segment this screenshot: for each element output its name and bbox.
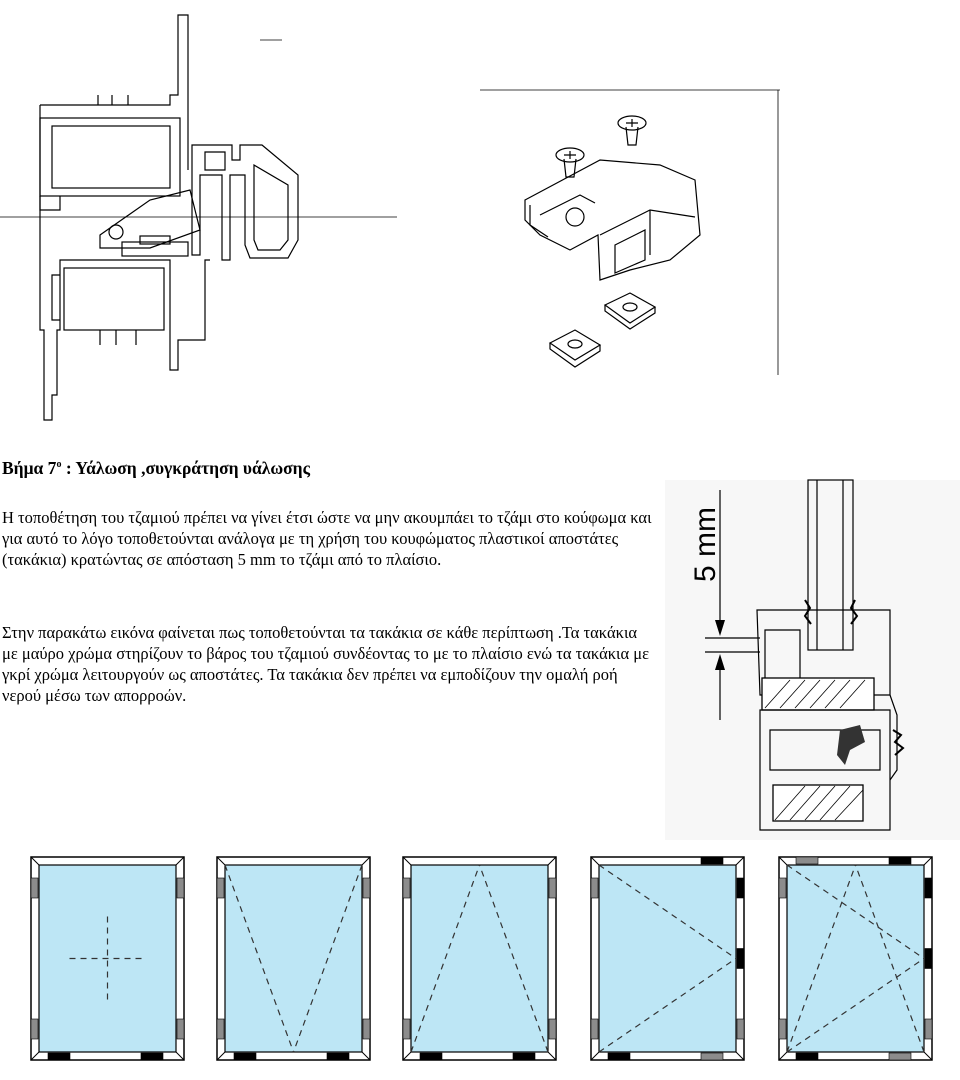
opening-line [478,864,549,1053]
glass-clearance-section-drawing: 5 mm [665,479,960,840]
spacer-block [176,1018,185,1040]
window-diagram-tilt-turn [778,856,933,1061]
dimension-label: 5 mm [689,507,722,582]
paragraph-block-placement: Στην παρακάτω εικόνα φαίνεται πως τοποθε… [2,623,650,705]
spacer-block [778,877,787,899]
opening-line [598,864,737,959]
glass-pane [410,864,549,1053]
step-heading: Βήμα 7ο : Υάλωση ,συγκράτηση υάλωσης [2,458,310,478]
spacer-block [548,877,557,899]
glass-pane [598,864,737,1053]
spacer-block [590,1018,599,1040]
spacer-block [402,877,411,899]
spacer-block [700,1052,724,1061]
support-block [700,856,724,865]
spacer-block [216,1018,225,1040]
glazing-block-icon [548,329,602,368]
support-block [888,856,912,865]
window-diagram-bottom-hung [216,856,371,1061]
screw-icon [555,147,585,178]
spacer-block [216,877,225,899]
spacer-block [778,1018,787,1040]
spacer-block [590,877,599,899]
support-block [924,948,933,969]
support-block [736,877,745,899]
glazing-block-diagrams [0,856,960,1076]
glass-pane [786,864,925,1053]
glass-pane [224,864,363,1053]
opening-line [786,958,925,1053]
spacer-block [30,877,39,899]
spacer-block [402,1018,411,1040]
support-block [795,1052,819,1061]
opening-line [224,864,295,1053]
spacer-block [362,1018,371,1040]
spacer-block [795,856,819,865]
spacer-block [30,1018,39,1040]
window-diagram-fixed [30,856,185,1061]
spacer-block [888,1052,912,1061]
opening-line [292,864,363,1053]
hardware-isometric-drawing [480,89,780,375]
window-diagram-top-hung [402,856,557,1061]
support-block [326,1052,350,1061]
spacer-block [736,1018,745,1040]
screw-icon [617,115,647,146]
support-block [140,1052,164,1061]
opening-line [786,864,925,959]
support-block [924,877,933,899]
paragraph-glazing-intro: Η τοποθέτηση του τζαμιού πρέπει να γίνει… [2,508,652,569]
support-block [233,1052,257,1061]
profile-section-drawing [0,14,397,421]
spacer-block [176,877,185,899]
opening-line [854,864,925,1053]
opening-line [410,864,481,1053]
glazing-block-icon [603,292,657,330]
opening-line [598,958,737,1053]
support-block [736,948,745,969]
opening-line [786,864,857,1053]
spacer-block [548,1018,557,1040]
support-block [607,1052,631,1061]
spacer-block [924,1018,933,1040]
window-diagram-side-hung [590,856,745,1061]
support-block [47,1052,71,1061]
support-block [512,1052,536,1061]
spacer-block [362,877,371,899]
support-block [419,1052,443,1061]
